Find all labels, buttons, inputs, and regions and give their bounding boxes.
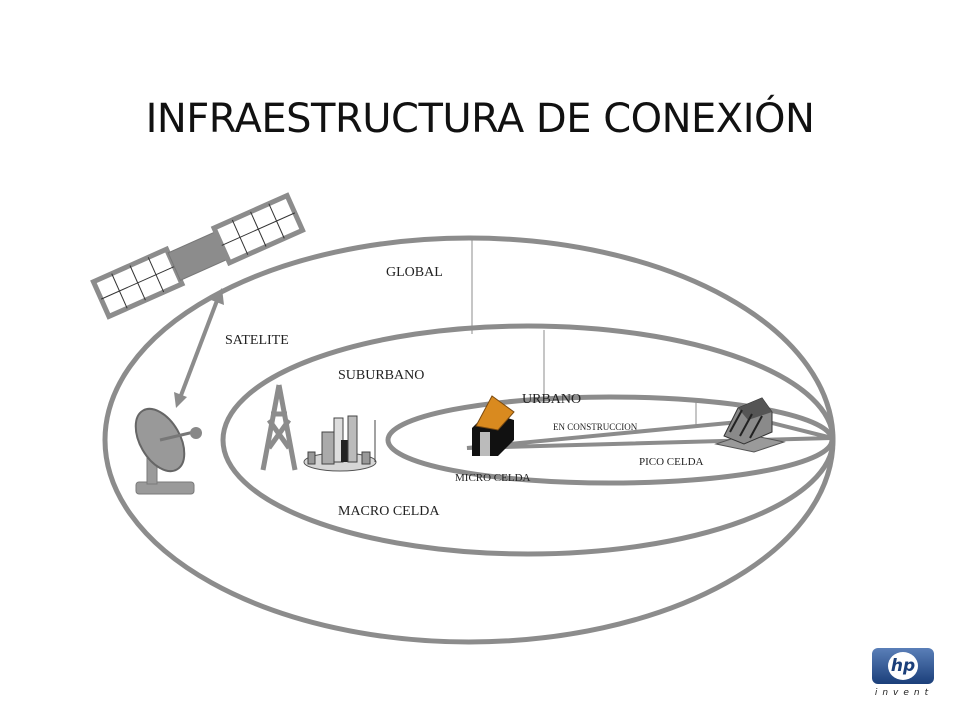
hp-logo: hp: [872, 648, 934, 684]
page-title: INFRAESTRUCTURA DE CONEXIÓN: [145, 96, 815, 142]
label-satelite: SATELITE: [225, 333, 289, 348]
label-macro-celda: MACRO CELDA: [338, 504, 440, 519]
hp-logo-mark: hp: [888, 652, 918, 680]
label-suburbano: SUBURBANO: [338, 368, 424, 383]
office-building-icon: [714, 397, 786, 453]
pico-cell-area: [466, 417, 833, 450]
hp-logo-tagline: invent: [874, 688, 934, 698]
satellite-link-arrow: [174, 288, 224, 408]
buildings-icon: [303, 415, 377, 472]
label-pico-celda: PICO CELDA: [639, 456, 704, 468]
label-en-construccion: EN CONSTRUCCION: [553, 422, 638, 432]
label-urbano: URBANO: [522, 392, 581, 407]
house-icon: [472, 395, 515, 456]
label-global: GLOBAL: [386, 265, 443, 280]
satellite-icon: [90, 192, 306, 320]
radio-tower-icon: [260, 384, 298, 471]
label-micro-celda: MICRO CELDA: [455, 472, 531, 484]
dish-antenna-icon: [134, 407, 202, 495]
